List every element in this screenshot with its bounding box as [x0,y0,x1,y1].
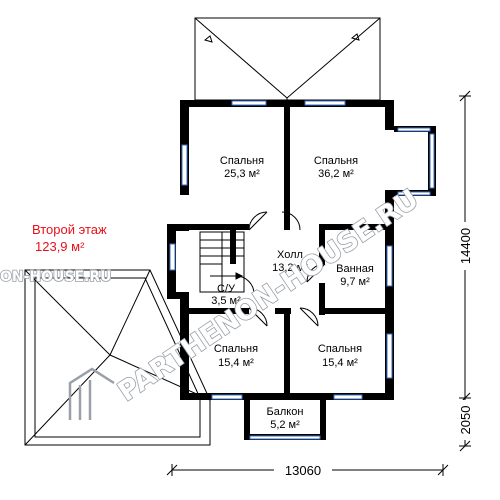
room-2-area: 36,2 м² [318,168,354,180]
room-8-area: 5,2 м² [270,419,300,431]
room-8-name: Балкон [267,406,304,418]
watermark-side: ON-HOUSE.RU [0,269,112,285]
bay-window [394,126,436,196]
room-2-name: Спальня [314,155,358,167]
room-7-name: Спальня [318,343,362,355]
floor-title: Второй этаж [32,222,107,237]
top-roof [194,17,381,101]
room-4-area: 9,7 м² [340,276,370,288]
windows [169,100,393,400]
room-6-name: Спальня [214,343,258,355]
interior-walls [189,100,392,398]
dimension-height-balcony-label: 2050 [458,406,473,435]
watermark-logo-icon [68,367,115,420]
left-roof [24,269,211,446]
room-3-name: Холл [277,249,303,261]
room-7-area: 15,4 м² [322,357,358,369]
floor-area: 123,9 м² [35,239,85,254]
staircase [199,231,245,293]
room-5-area: 3,5 м² [211,295,241,307]
balcony [244,398,326,440]
room-5-name: С/У [217,283,236,295]
dimension-height-main-label: 14400 [458,228,473,264]
room-1-name: Спальня [220,155,264,167]
room-6-area: 15,4 м² [218,357,254,369]
dimension-width-label: 13060 [285,463,321,478]
room-4-name: Ванная [336,263,374,275]
room-1-area: 25,3 м² [224,168,260,180]
dimension-height [459,90,471,452]
watermark-main: PARTHENON-HOUSE.RU [113,184,425,408]
room-3-area: 13,2 м² [272,262,308,274]
